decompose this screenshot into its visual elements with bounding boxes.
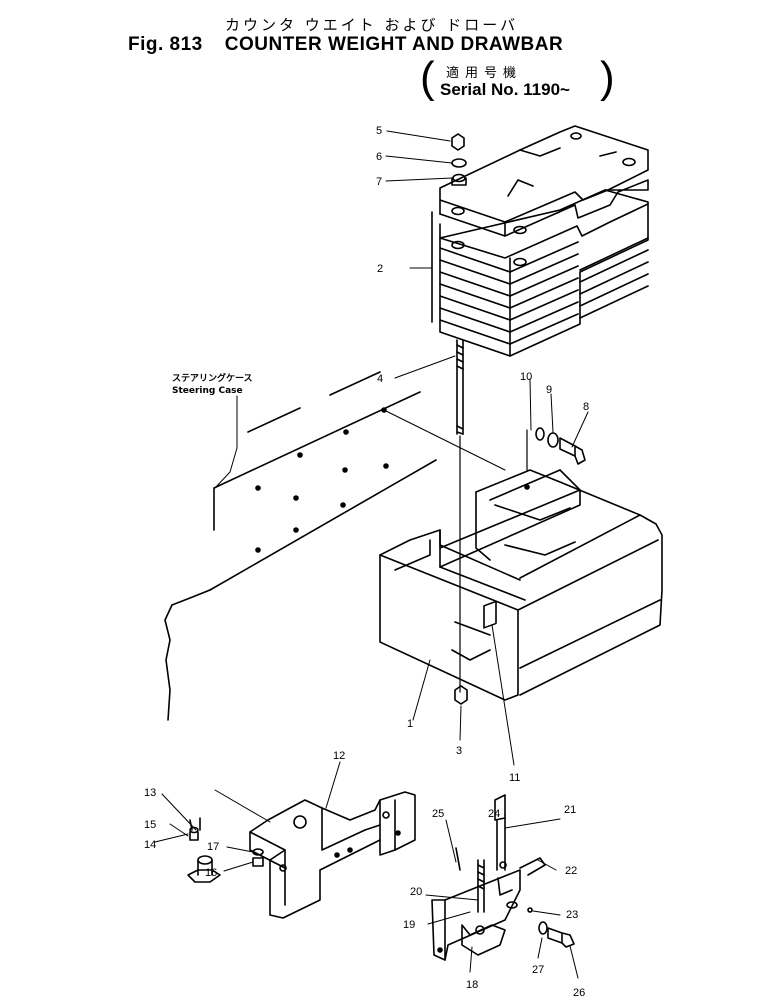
- callout-15: 15: [144, 819, 156, 831]
- callout-4: 4: [377, 373, 383, 385]
- callout-19: 19: [403, 919, 415, 931]
- steering-case-leader: [214, 395, 238, 489]
- drawbar-bracket: [214, 789, 416, 919]
- title-japanese: カウンタ ウエイト および ドローバ: [225, 16, 519, 34]
- callout-9: 9: [546, 384, 552, 396]
- steering-case: [164, 371, 506, 721]
- callout-5: 5: [376, 125, 382, 137]
- figure-number: Fig. 813: [128, 34, 203, 55]
- callout-26: 26: [573, 987, 585, 998]
- callout-7: 7: [376, 176, 382, 188]
- callout-2: 2: [377, 263, 383, 275]
- serial-japanese: 適用号機: [446, 66, 523, 81]
- callout-27: 27: [532, 964, 544, 976]
- serial-number: Serial No. 1190~: [440, 80, 570, 99]
- callout-16: 16: [205, 867, 217, 879]
- bottom-nut: [454, 685, 468, 705]
- drawbar-hitch: [431, 794, 575, 961]
- callout-25: 25: [432, 808, 444, 820]
- pin-assembly: [187, 817, 221, 883]
- callout-8: 8: [583, 401, 589, 413]
- callout-13: 13: [144, 787, 156, 799]
- callout-22: 22: [565, 865, 577, 877]
- callout-10: 10: [520, 371, 532, 383]
- leader-lines: [154, 130, 589, 979]
- callout-20: 20: [410, 886, 422, 898]
- callout-3: 3: [456, 745, 462, 757]
- bolt-washer-set: [526, 427, 586, 471]
- callout-6: 6: [376, 151, 382, 163]
- callout-17: 17: [207, 841, 219, 853]
- figure-caption: COUNTER WEIGHT AND DRAWBAR: [224, 34, 564, 55]
- steering-case-label-jp: ステアリングケース: [172, 372, 253, 384]
- callout-1: 1: [407, 718, 413, 730]
- weight-plate-stack: [439, 125, 649, 357]
- left-parenthesis: (: [420, 53, 435, 102]
- callout-23: 23: [566, 909, 578, 921]
- callout-24: 24: [488, 808, 500, 820]
- steering-case-label: Steering Case: [172, 386, 243, 396]
- callout-14: 14: [144, 839, 156, 851]
- counter-weight-box: [379, 469, 663, 701]
- figure-header: カウンタ ウエイト および ドローバ Fig. 813 COUNTER WEIGH…: [0, 0, 779, 110]
- figure-title: Fig. 813 COUNTER WEIGHT AND DRAWBAR: [128, 34, 563, 56]
- long-bolt: [456, 339, 464, 693]
- callout-21: 21: [564, 804, 576, 816]
- callout-11: 11: [509, 772, 520, 784]
- callout-18: 18: [466, 979, 478, 991]
- right-parenthesis: ): [600, 53, 615, 102]
- callout-12: 12: [333, 750, 345, 762]
